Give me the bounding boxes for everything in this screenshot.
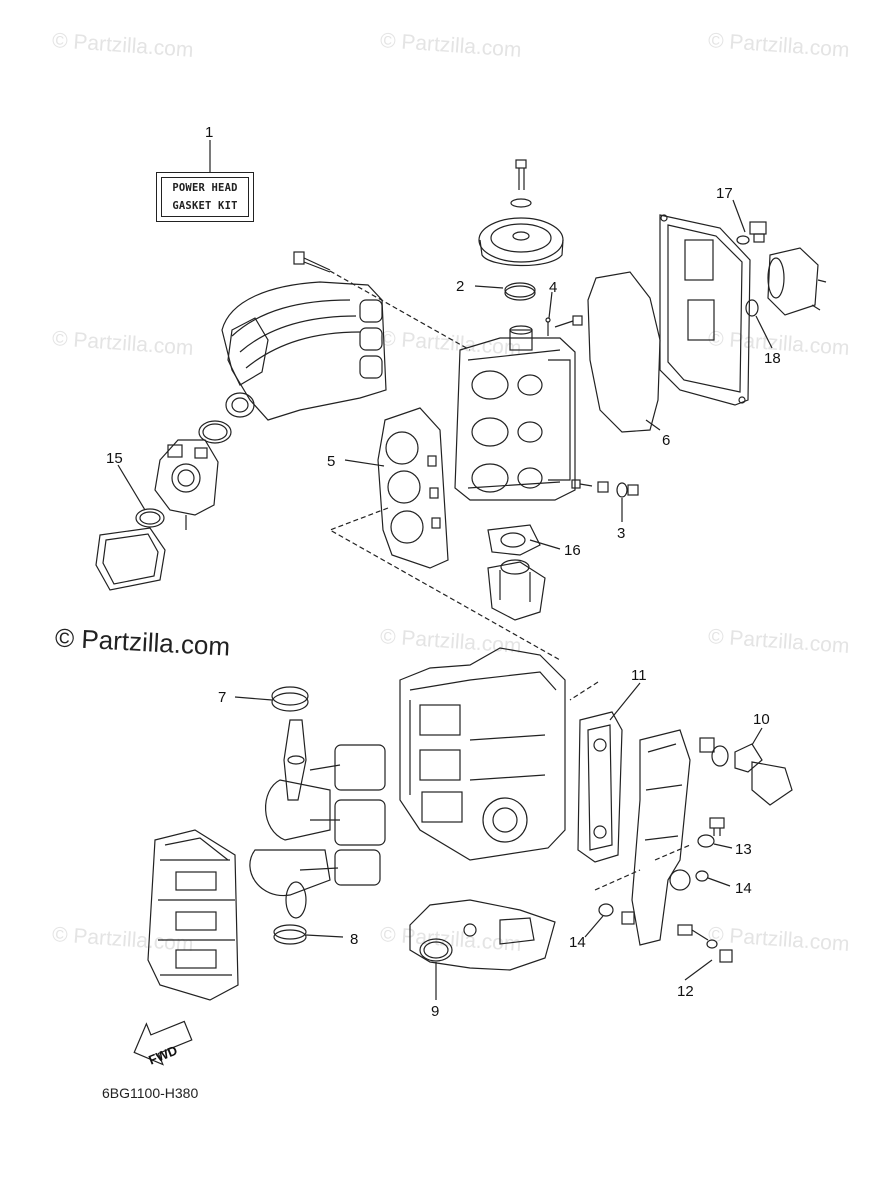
o-ring-14-upper	[695, 870, 709, 882]
callout-9: 9	[431, 1003, 439, 1020]
callout-7: 7	[218, 689, 226, 706]
callout-5: 5	[327, 453, 335, 470]
o-ring-14-lower	[598, 903, 614, 917]
silencer-cover	[95, 508, 166, 591]
callout-12: 12	[677, 983, 694, 1000]
thermostat-cover-10	[699, 737, 793, 806]
oil-pan-gasket	[409, 899, 556, 971]
fwd-arrow-icon	[133, 1020, 193, 1066]
callout-14-a: 14	[735, 880, 752, 897]
oil-seal-7	[271, 686, 309, 706]
cam-pulley	[478, 159, 564, 267]
throttle-body	[154, 439, 219, 530]
callout-labels: 1 2 3 4 5 6 7 8 9 10 11 12 13 14 14 15 1…	[106, 124, 781, 1068]
crankcase	[147, 829, 239, 1001]
o-ring-13	[697, 834, 715, 848]
exhaust-cover-gasket	[577, 711, 623, 863]
callout-13: 13	[735, 841, 752, 858]
diagram-code: 6BG1100-H380	[102, 1085, 199, 1101]
intake-manifold	[221, 281, 387, 421]
crankshaft-assembly	[249, 719, 386, 919]
callout-11: 11	[631, 667, 647, 684]
callout-10: 10	[753, 711, 770, 728]
callout-14-b: 14	[569, 934, 586, 951]
exhaust-cover	[631, 729, 691, 946]
cylinder-block	[399, 647, 566, 861]
callout-16: 16	[564, 542, 581, 559]
callout-18: 18	[764, 350, 781, 367]
plug-assembly-3	[571, 479, 639, 498]
fuel-pump	[767, 247, 827, 316]
thermostat-gasket	[487, 524, 541, 556]
o-ring-18	[745, 299, 759, 317]
cylinder-head-gasket	[377, 407, 449, 569]
head-cover-gasket	[587, 271, 661, 433]
oil-seal-2	[504, 282, 536, 298]
callout-6: 6	[662, 432, 670, 449]
callout-4: 4	[549, 279, 557, 296]
cylinder-head	[454, 325, 576, 501]
cylinder-head-cover	[659, 214, 751, 406]
thermostat-housing	[487, 559, 546, 621]
callout-15: 15	[106, 450, 123, 467]
kit-label-line2: GASKET KIT	[172, 200, 238, 212]
oil-seal-8	[273, 924, 307, 940]
callout-17: 17	[716, 185, 733, 202]
manifold-bolt	[293, 251, 471, 351]
callout-3: 3	[617, 525, 625, 542]
callout-2: 2	[456, 278, 464, 295]
callout-1: 1	[205, 124, 213, 141]
kit-label-line1: POWER HEAD	[172, 182, 238, 194]
callout-8: 8	[350, 931, 358, 948]
o-ring-17	[736, 235, 750, 245]
gasket-kit-label-box: POWER HEAD GASKET KIT	[156, 172, 254, 222]
manifold-o-ring	[198, 420, 232, 444]
